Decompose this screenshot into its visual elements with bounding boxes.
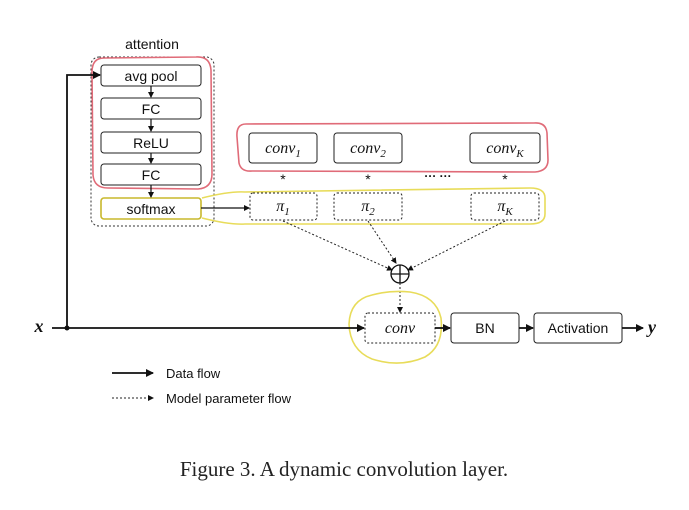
relu-label: ReLU <box>133 135 169 151</box>
pik-box <box>470 192 540 221</box>
multiply-k: * <box>502 171 508 187</box>
legend-data-flow-label: Data flow <box>166 366 221 381</box>
main-conv-label: conv <box>385 320 416 337</box>
conv1-label: conv1 <box>265 140 301 160</box>
legend-param-flow-label: Model parameter flow <box>166 391 292 406</box>
param-flow-pi1-sum <box>282 220 393 271</box>
pi2-label: π2 <box>361 198 375 218</box>
attention-title: attention <box>125 36 179 52</box>
param-flow-pik-sum <box>407 220 506 271</box>
softmax-label: softmax <box>126 201 175 217</box>
output-y-label: y <box>646 317 657 337</box>
red-highlight-kernels <box>236 122 549 173</box>
sum-icon <box>390 264 410 284</box>
figure-caption: Figure 3. A dynamic convolution layer. <box>180 457 508 481</box>
fc1-label: FC <box>142 101 161 117</box>
yellow-highlight-conv <box>348 290 443 364</box>
yellow-highlight-pi-row <box>201 187 546 225</box>
fc2-label: FC <box>142 167 161 183</box>
multiply-1: * <box>280 171 286 187</box>
multiply-2: * <box>365 171 371 187</box>
input-x-label: x <box>34 316 44 336</box>
conv2-box <box>333 132 403 164</box>
pi1-label: π1 <box>276 198 290 218</box>
pik-label: πK <box>497 198 513 218</box>
conv1-box <box>248 132 318 164</box>
bn-label: BN <box>475 320 494 336</box>
convk-box <box>469 132 541 164</box>
kernel-ellipsis: ··· ··· <box>424 169 451 183</box>
conv2-label: conv2 <box>350 140 386 160</box>
data-flow-x-attention <box>66 71 101 328</box>
red-highlight-attention <box>91 56 213 190</box>
avg-pool-label: avg pool <box>125 68 178 84</box>
convk-label: convK <box>486 140 524 160</box>
pi1-box <box>249 192 318 221</box>
param-flow-pi2-sum <box>367 220 397 264</box>
pi2-box <box>333 192 403 221</box>
activation-label: Activation <box>548 320 609 336</box>
